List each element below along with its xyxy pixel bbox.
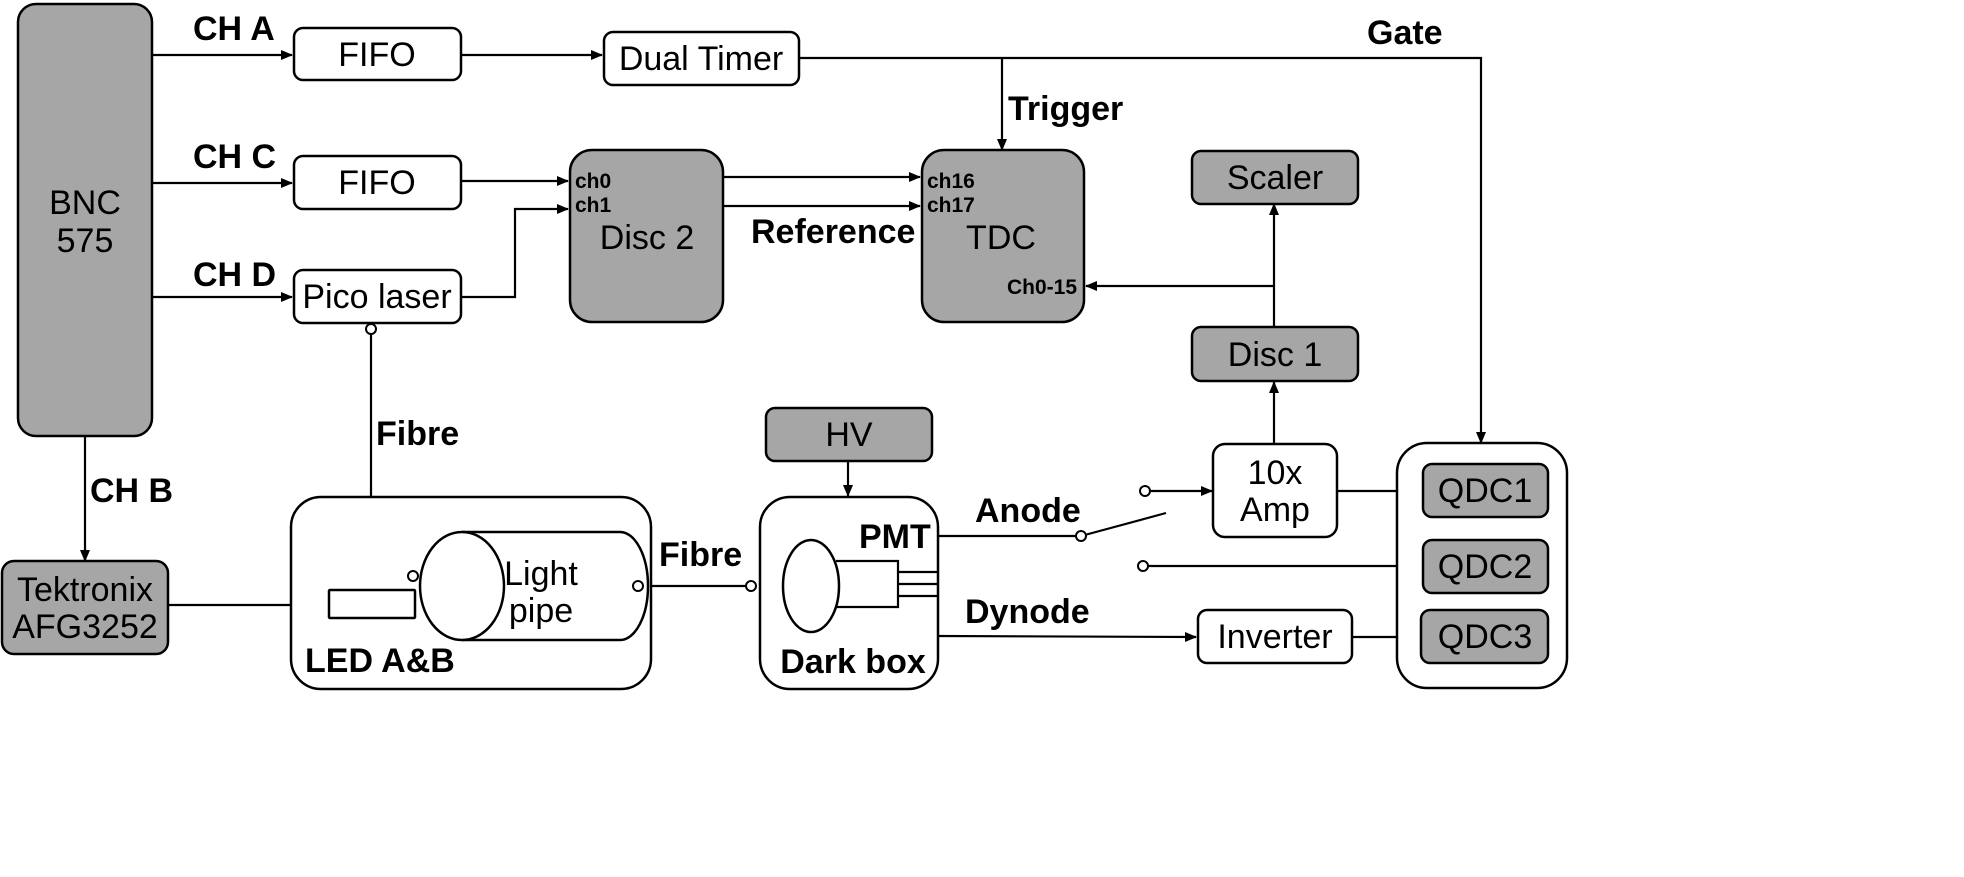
disc2-label: Disc 2 bbox=[600, 219, 694, 257]
fifo-c-block bbox=[292, 154, 463, 211]
signal-fibre-lower: Fibre bbox=[659, 536, 742, 574]
fifo-a-block bbox=[292, 26, 463, 82]
led-fibre-port bbox=[407, 570, 419, 582]
wire-gate bbox=[799, 56, 1486, 444]
amp-label-line2: Amp bbox=[1240, 491, 1310, 529]
bnc-575-block bbox=[16, 2, 154, 438]
dark-box-label: Dark box bbox=[780, 643, 926, 681]
switch-pivot bbox=[1075, 530, 1087, 542]
inverter-label: Inverter bbox=[1217, 618, 1332, 656]
led-component bbox=[327, 588, 417, 620]
disc2-ch1-port: ch1 bbox=[575, 194, 612, 217]
pmt-label: PMT bbox=[859, 518, 931, 556]
inverter-block bbox=[1196, 608, 1354, 665]
qdc3-label: QDC3 bbox=[1438, 618, 1532, 656]
signal-ch-c: CH C bbox=[193, 138, 276, 176]
light-pipe-end bbox=[418, 530, 506, 642]
switch-contact-qdc2 bbox=[1137, 560, 1149, 572]
disc2-block bbox=[568, 148, 725, 324]
tektronix-block bbox=[0, 559, 170, 656]
bnc-label-line1: BNC bbox=[49, 184, 121, 222]
dual-timer-block bbox=[602, 30, 801, 87]
wire-dynode bbox=[937, 631, 1197, 642]
light-pipe-fibre-port bbox=[632, 580, 644, 592]
signal-anode: Anode bbox=[975, 492, 1081, 530]
hv-block bbox=[764, 406, 934, 463]
signal-trigger: Trigger bbox=[1008, 90, 1123, 128]
dual-timer-label: Dual Timer bbox=[619, 40, 783, 78]
bnc-label-line2: 575 bbox=[57, 222, 114, 260]
wire-pico-disc2-ch1 bbox=[461, 204, 569, 299]
qdc1-block bbox=[1421, 462, 1550, 519]
signal-gate: Gate bbox=[1367, 14, 1443, 52]
signal-dynode: Dynode bbox=[965, 593, 1090, 631]
scaler-label: Scaler bbox=[1227, 159, 1323, 197]
tektronix-label-line1: Tektronix bbox=[17, 571, 153, 609]
dark-box-fibre-port bbox=[745, 580, 757, 592]
pico-laser-block bbox=[292, 268, 463, 325]
tdc-label: TDC bbox=[966, 219, 1036, 257]
signal-ch-d: CH D bbox=[193, 256, 276, 294]
amp-block bbox=[1211, 442, 1339, 539]
qdc3-block bbox=[1419, 608, 1550, 665]
signal-ch-a: CH A bbox=[193, 10, 275, 48]
disc1-label: Disc 1 bbox=[1228, 336, 1322, 374]
disc2-ch0-port: ch0 bbox=[575, 170, 611, 193]
qdc2-label: QDC2 bbox=[1438, 548, 1532, 586]
scaler-block bbox=[1190, 149, 1360, 206]
light-pipe-body bbox=[462, 530, 650, 642]
light-pipe-label-line2: pipe bbox=[509, 592, 573, 630]
signal-reference: Reference bbox=[751, 213, 915, 251]
qdc1-label: QDC1 bbox=[1438, 472, 1532, 510]
tdc-ch16-port: ch16 bbox=[927, 170, 975, 193]
pmt-window bbox=[781, 538, 841, 634]
fifo-c-label: FIFO bbox=[338, 164, 415, 202]
wire-anode-switch bbox=[1080, 511, 1167, 538]
disc1-block bbox=[1190, 325, 1360, 383]
light-pipe-label-line1: Light bbox=[504, 555, 578, 593]
qdc2-block bbox=[1421, 538, 1550, 595]
tektronix-label-line2: AFG3252 bbox=[12, 608, 158, 646]
switch-contact-amp bbox=[1139, 485, 1151, 497]
signal-ch-b: CH B bbox=[90, 472, 173, 510]
tdc-block bbox=[920, 148, 1086, 324]
pico-laser-label: Pico laser bbox=[302, 278, 451, 316]
fifo-a-label: FIFO bbox=[338, 36, 415, 74]
led-label: LED A&B bbox=[305, 642, 455, 680]
amp-label-line1: 10x bbox=[1248, 454, 1303, 492]
hv-label: HV bbox=[825, 416, 873, 454]
tdc-ch17-port: ch17 bbox=[927, 194, 975, 217]
signal-fibre-upper: Fibre bbox=[376, 415, 459, 453]
pico-laser-fibre-port bbox=[365, 323, 377, 335]
tdc-ch0-15-port: Ch0-15 bbox=[1007, 276, 1077, 299]
